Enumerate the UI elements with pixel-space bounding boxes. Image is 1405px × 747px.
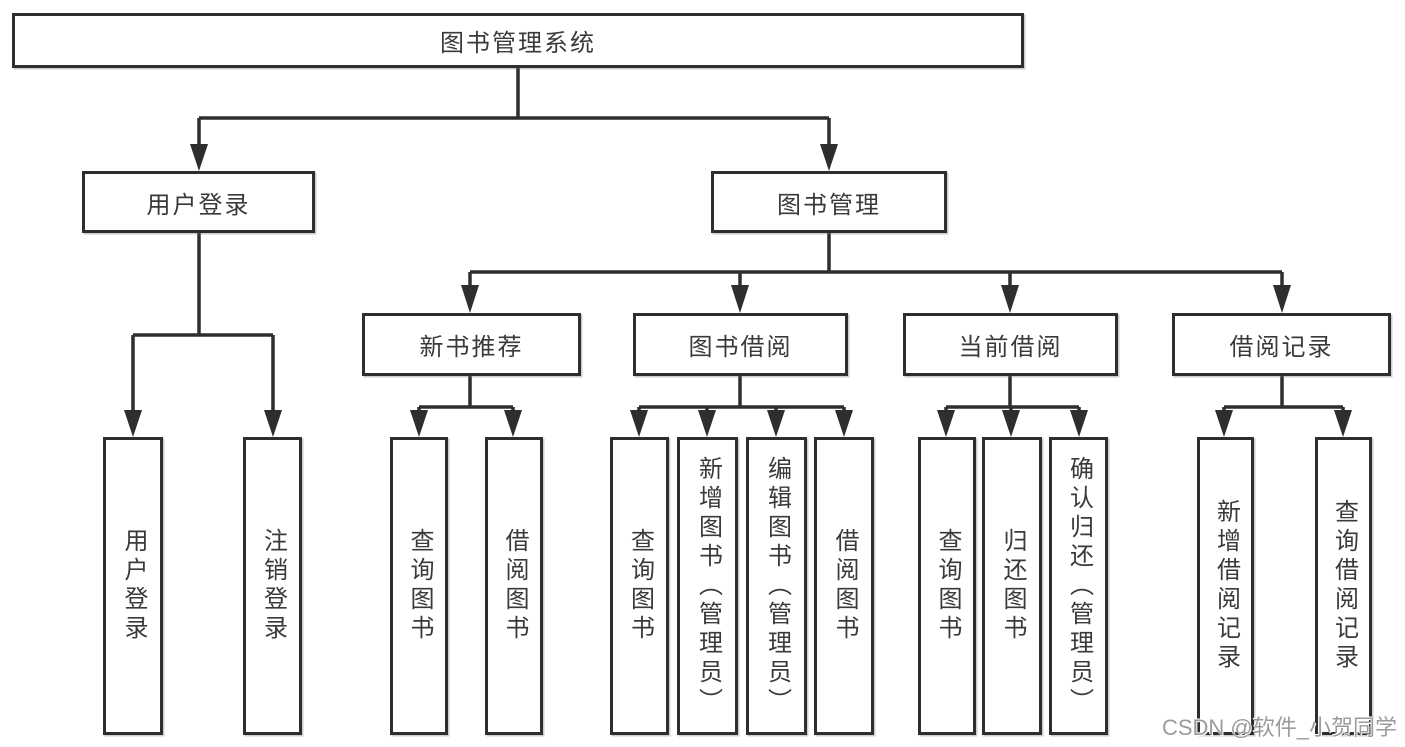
node-current-borrow-label: 当前借阅 [958,334,1063,361]
csdn-watermark: CSDN @软件_小贺同学 [1161,715,1397,740]
node-book-borrow: 图书借阅 [633,313,848,376]
leaf-borrow-borrow-books: 借阅图书 [814,437,874,735]
leaf-user-login: 用户登录 [103,437,163,735]
node-book-management: 图书管理 [711,171,947,233]
leaf-user-login-label: 用户登录 [120,528,147,644]
node-user-login: 用户登录 [82,171,315,233]
leaf-newbooks-borrow-books: 借阅图书 [485,437,543,735]
leaf-logout: 注销登录 [243,437,302,735]
leaf-current-return-books: 归还图书 [982,437,1042,735]
connector-lines [131,68,1345,416]
leaf-borrow-add-books-admin-label: 新增图书（管理员） [694,455,722,717]
leaf-current-query-books-label: 查询图书 [934,528,961,644]
leaf-current-confirm-return-admin: 确认归还（管理员） [1049,437,1108,735]
leaf-newbooks-query-books-label: 查询图书 [406,528,433,644]
node-user-login-label: 用户登录 [146,191,251,219]
leaf-current-return-books-label: 归还图书 [999,528,1026,644]
leaf-current-confirm-return-admin-label: 确认归还（管理员） [1065,455,1093,717]
leaf-current-query-books: 查询图书 [918,437,976,735]
leaf-borrow-edit-books-admin: 编辑图书（管理员） [746,437,807,735]
leaf-borrow-add-books-admin: 新增图书（管理员） [677,437,738,735]
leaf-records-query-borrow-record-label: 查询借阅记录 [1330,499,1358,673]
node-new-book-recommend-label: 新书推荐 [419,334,524,361]
leaf-borrow-query-books: 查询图书 [610,437,669,735]
node-new-book-recommend: 新书推荐 [362,313,581,376]
node-borrow-records-label: 借阅记录 [1229,334,1334,361]
node-book-management-label: 图书管理 [777,191,881,219]
leaf-borrow-edit-books-admin-label: 编辑图书（管理员） [763,455,791,717]
arrowhead-icons [124,144,1352,437]
leaf-records-add-borrow-record-label: 新增借阅记录 [1212,499,1240,673]
leaf-newbooks-borrow-books-label: 借阅图书 [501,528,528,644]
node-book-borrow-label: 图书借阅 [688,334,793,361]
leaf-borrow-query-books-label: 查询图书 [626,528,654,644]
leaf-records-add-borrow-record: 新增借阅记录 [1197,437,1254,735]
leaf-logout-label: 注销登录 [259,528,287,644]
leaf-newbooks-query-books: 查询图书 [390,437,448,735]
node-root-system: 图书管理系统 [12,13,1024,68]
node-current-borrow: 当前借阅 [903,313,1118,376]
leaf-records-query-borrow-record: 查询借阅记录 [1315,437,1372,735]
node-borrow-records: 借阅记录 [1172,313,1391,376]
node-root-system-label: 图书管理系统 [440,30,596,57]
leaf-borrow-borrow-books-label: 借阅图书 [831,528,858,644]
